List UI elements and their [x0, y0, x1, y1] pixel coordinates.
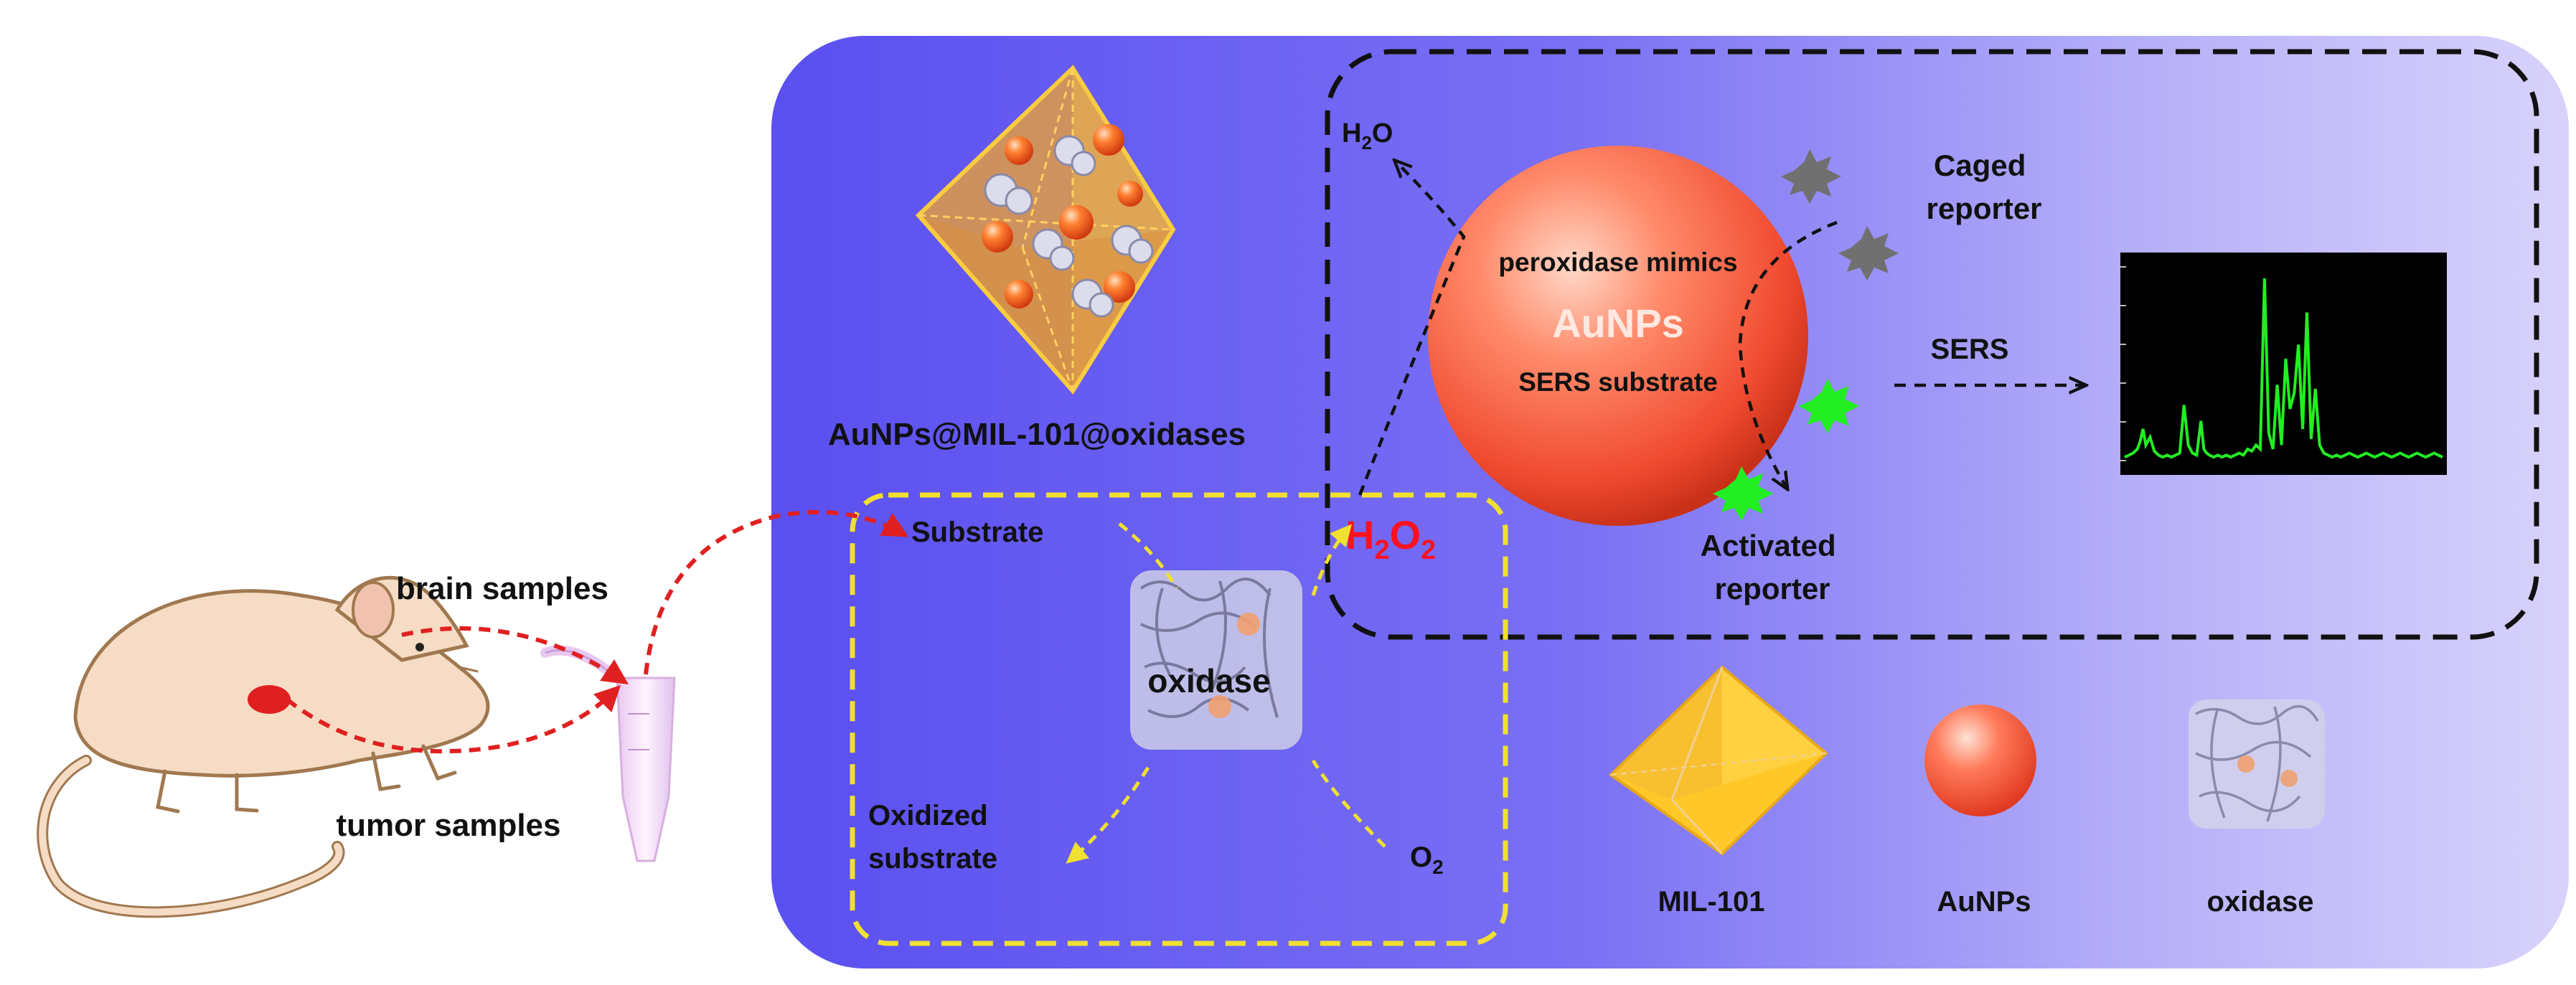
- water-label: H2O: [1342, 118, 1393, 154]
- caged-reporter-icon: [1781, 149, 1899, 281]
- legend-mil101-label: MIL-101: [1658, 886, 1765, 918]
- substrate-label: Substrate: [911, 517, 1044, 548]
- sample-tube: [540, 645, 676, 862]
- caged-reporter-label: Caged reporter: [1926, 149, 2041, 225]
- oxidase-to-oxidized-arrow: [1066, 766, 1150, 864]
- rat-illustration: [37, 575, 490, 918]
- tumor-samples-label: tumor samples: [337, 808, 561, 843]
- aunp-particle: [1104, 271, 1135, 303]
- o2-label: O2: [1410, 842, 1444, 878]
- spectrum-plot-area: [2120, 253, 2447, 475]
- aunps-sphere-label: AuNPs: [1552, 301, 1684, 346]
- legend-aunps-icon: [1924, 704, 2036, 816]
- aunp-particle: [1005, 136, 1033, 165]
- oxidase-label: oxidase: [1147, 662, 1270, 699]
- h2o2-to-water-arrow: [1358, 161, 1466, 496]
- sers-spectrum: [2120, 253, 2447, 475]
- aunp-particle: [1117, 181, 1143, 207]
- oxidase-to-h2o2-arrow: [1311, 524, 1352, 596]
- legend-aunps-label: AuNPs: [1937, 886, 2031, 918]
- caged-to-activated-arrow: [1738, 220, 1838, 488]
- oxidase-cycle-region: [850, 492, 1508, 946]
- brain-samples-label: brain samples: [396, 571, 608, 606]
- aunp-cycle-region: [1325, 49, 2539, 640]
- legend-oxidase-icon: [2189, 699, 2325, 829]
- aunp-particle: [1093, 124, 1124, 156]
- legend-mil101-icon: [1608, 665, 1828, 856]
- peroxidase-mimics-label: peroxidase mimics: [1498, 248, 1737, 277]
- composite-label: AuNPs@MIL-101@oxidases: [828, 417, 1246, 452]
- oxidase-enzyme-image: [1130, 570, 1302, 750]
- spectrum-series-line: [2124, 278, 2443, 459]
- substrate-to-oxidase-arrow: [1118, 522, 1179, 590]
- sers-substrate-label: SERS substrate: [1518, 367, 1718, 397]
- tumor-sample-arrow: [286, 684, 621, 754]
- composite-octahedron: [915, 65, 1176, 395]
- enzyme-cluster: [984, 135, 1154, 318]
- activated-reporter-label: Activated reporter: [1701, 529, 1845, 605]
- sers-arrow-label: SERS: [1931, 334, 2009, 365]
- aunp-particle: [982, 221, 1013, 253]
- legend-oxidase-label: oxidase: [2207, 886, 2314, 918]
- brain-sample-arrow: [401, 626, 629, 684]
- aunp-particle: [1059, 205, 1094, 240]
- aunp-sphere: [1428, 146, 1808, 526]
- tube-to-substrate-arrow: [644, 509, 909, 675]
- activated-reporter-icon: [1713, 379, 1859, 521]
- oxidized-substrate-label: Oxidized substrate: [868, 800, 997, 875]
- aunp-particle: [1005, 280, 1033, 308]
- h2o2-label: H2O2: [1345, 512, 1436, 565]
